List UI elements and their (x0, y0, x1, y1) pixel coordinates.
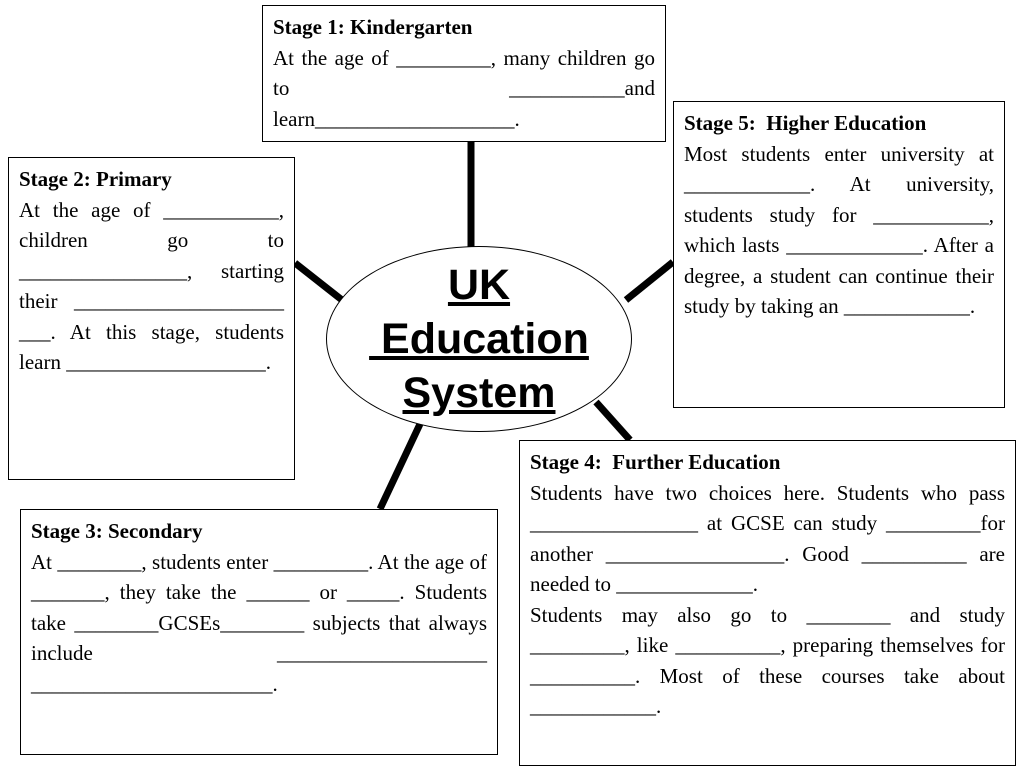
connector-stage5 (623, 259, 676, 303)
stage1-title: Stage 1: Kindergarten (273, 15, 473, 39)
stage4-text-1: Students have two choices here. Students… (530, 480, 1005, 597)
connector-stage4 (593, 399, 633, 443)
central-topic-line-3: System (402, 369, 556, 417)
stage4-title: Stage 4: Further Education (530, 450, 781, 474)
stage3-text: At ________, students enter _________. A… (31, 549, 487, 696)
stage2-title: Stage 2: Primary (19, 167, 172, 191)
central-topic-line-2: Education (369, 315, 589, 363)
stage4-text-2: Students may also go to ________ and stu… (530, 602, 1005, 719)
stage3-title: Stage 3: Secondary (31, 519, 203, 543)
stage2-box: Stage 2: Primary At the age of _________… (8, 157, 295, 480)
stage5-text: Most students enter university at ______… (684, 141, 994, 319)
central-topic-line-1: UK (447, 261, 511, 309)
stage2-text: At the age of ___________, children go t… (19, 197, 284, 375)
stage4-box: Stage 4: Further Education Students have… (519, 440, 1016, 766)
connector-stage2 (292, 260, 345, 303)
stage5-title: Stage 5: Higher Education (684, 111, 927, 135)
connector-stage3 (376, 422, 424, 511)
stage1-text: At the age of _________, many children g… (273, 45, 655, 131)
central-topic: UK Education System (326, 246, 632, 432)
stage5-box: Stage 5: Higher Education Most students … (673, 101, 1005, 408)
stage1-box: Stage 1: Kindergarten At the age of ____… (262, 5, 666, 142)
stage3-box: Stage 3: Secondary At ________, students… (20, 509, 498, 755)
